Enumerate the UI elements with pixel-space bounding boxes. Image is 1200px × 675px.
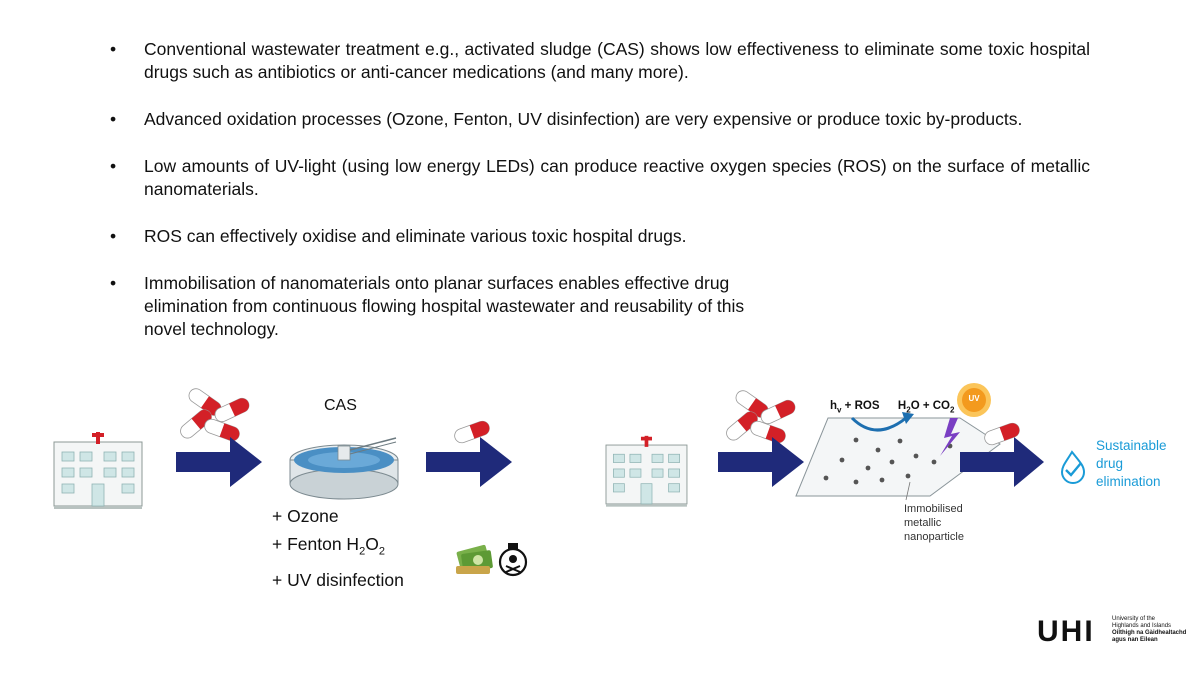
- uv-sun-icon: [957, 383, 991, 417]
- nanoparticle-label: Immobilised metallic nanoparticle: [904, 503, 964, 543]
- pill-cluster-icon: [177, 385, 252, 444]
- hospital-icon: [605, 435, 688, 508]
- bullet-item: • Advanced oxidation processes (Ozone, F…: [110, 108, 1090, 131]
- bullet-item: • ROS can effectively oxidise and elimin…: [110, 225, 1090, 248]
- flow-arrow-icon: [718, 437, 804, 487]
- sustainable-label: Sustainable drug elimination: [1096, 438, 1167, 489]
- reaction-equation: hv + ROS H2O + CO2: [830, 400, 955, 415]
- method-fenton: + Fenton H2O2: [272, 534, 385, 558]
- reaction-arrow-icon: [850, 416, 907, 432]
- bullet-marker: •: [110, 226, 117, 246]
- money-icon: [456, 544, 493, 574]
- uhi-logo: UHI: [1037, 615, 1095, 648]
- bullet-marker: •: [110, 39, 117, 59]
- pill-cluster-icon: [723, 387, 798, 446]
- hospital-icon: [53, 431, 143, 510]
- uv-badge: UV: [968, 394, 980, 403]
- clarifier-tank-icon: [289, 437, 399, 500]
- bullet-marker: •: [110, 273, 117, 293]
- bullet-marker: •: [110, 109, 117, 129]
- bullet-item: • Immobilisation of nanomaterials onto p…: [110, 272, 770, 341]
- flow-arrow-icon: [960, 437, 1044, 487]
- bullet-item: • Low amounts of UV-light (using low ene…: [110, 155, 1090, 201]
- method-ozone: + Ozone: [272, 506, 339, 526]
- flow-arrow-icon: [176, 437, 262, 487]
- check-drop-icon: [1060, 450, 1086, 484]
- bullet-text: Low amounts of UV-light (using low energ…: [144, 156, 1090, 199]
- bullet-text: Immobilisation of nanomaterials onto pla…: [144, 273, 745, 339]
- bullet-text: Conventional wastewater treatment e.g., …: [144, 39, 1090, 82]
- aop-methods: + Ozone + Fenton H2O2 + UV disinfection: [272, 502, 404, 594]
- reaction-arrowhead-icon: [902, 412, 914, 424]
- bullet-text: ROS can effectively oxidise and eliminat…: [144, 226, 687, 246]
- method-uv: + UV disinfection: [272, 569, 404, 590]
- toxic-bottle-icon: [498, 543, 528, 577]
- bullet-text: Advanced oxidation processes (Ozone, Fen…: [144, 109, 1023, 129]
- lightning-icon: [940, 418, 960, 456]
- bullet-marker: •: [110, 156, 117, 176]
- cas-label: CAS: [324, 397, 357, 414]
- pill-icon: [452, 418, 492, 446]
- bullet-item: • Conventional wastewater treatment e.g.…: [110, 38, 1090, 84]
- bullet-list: • Conventional wastewater treatment e.g.…: [110, 38, 1090, 365]
- flow-arrow-icon: [426, 437, 512, 487]
- uhi-tagline: University of the Highlands and Islands …: [1112, 616, 1187, 643]
